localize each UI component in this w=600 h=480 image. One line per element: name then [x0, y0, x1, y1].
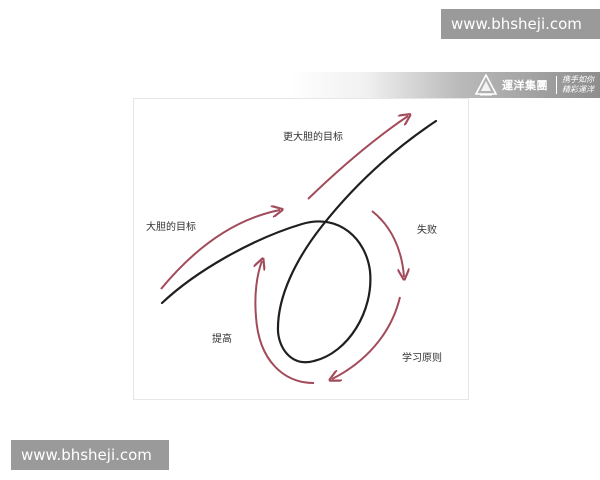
diagram-panel: 大胆的目标 更大胆的目标 失败 学习原则 提高 — [133, 98, 469, 400]
brand-slogan-line1: 携手如你 — [562, 75, 594, 84]
brand-divider — [556, 76, 557, 94]
diagram-canvas — [160, 99, 438, 384]
brand-slogan: 携手如你 精彩運洋 — [562, 75, 598, 95]
arrow-bold-goal — [160, 210, 280, 290]
brand-logo-icon — [474, 74, 498, 96]
brand-header-band — [290, 72, 600, 98]
label-bold-goal: 大胆的目标 — [146, 222, 196, 233]
watermark-bottom: www.bhsheji.com — [11, 440, 169, 470]
arrow-learn-principles — [332, 296, 401, 379]
brand-name: 運洋集團 — [502, 79, 548, 92]
arrow-failure — [371, 210, 404, 277]
arrow-improve — [255, 261, 315, 384]
watermark-top: www.bhsheji.com — [441, 9, 600, 39]
label-bolder-goal: 更大胆的目标 — [283, 132, 343, 143]
brand-slogan-line2: 精彩運洋 — [562, 85, 594, 94]
label-failure: 失败 — [417, 225, 437, 236]
label-improve: 提高 — [212, 334, 232, 345]
growth-loop-curve — [160, 119, 438, 364]
arrow-bolder-goal — [307, 116, 408, 200]
label-learn-principles: 学习原则 — [402, 353, 442, 364]
